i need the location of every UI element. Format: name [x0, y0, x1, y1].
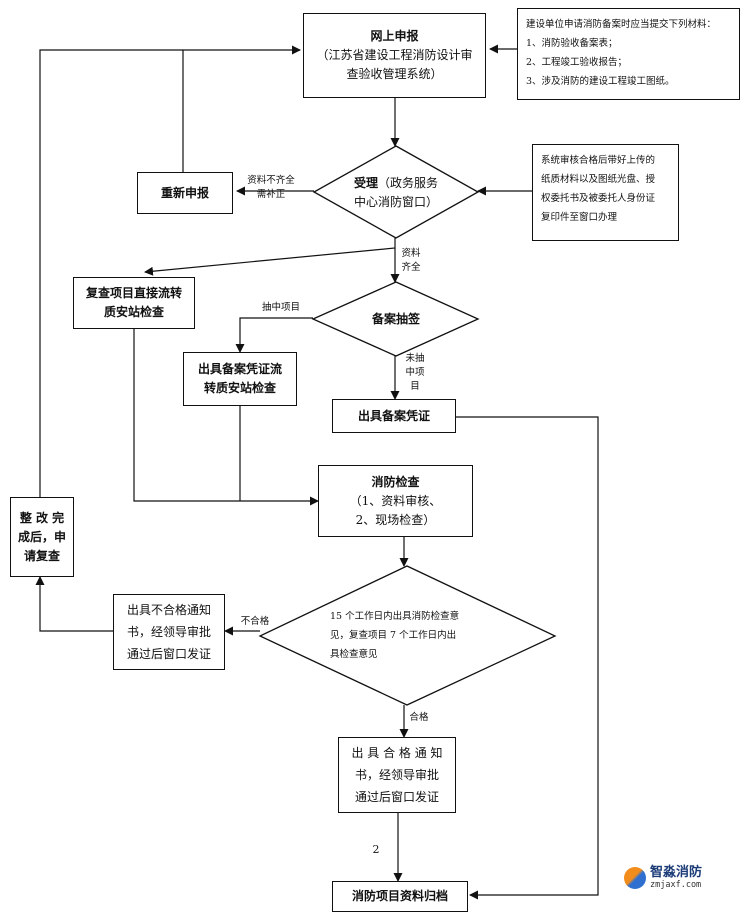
pass-notice-box: 出 具 合 格 通 知 书，经领导审批 通过后窗口发证: [338, 737, 456, 813]
recheck-line2: 质安站检查: [103, 305, 164, 319]
rectify-line1: 整 改 完: [19, 510, 65, 525]
online-apply-title: 网上申报: [370, 29, 419, 43]
label-incomplete: 资料不齐全 需补正: [236, 174, 306, 202]
materials-heading: 建设单位申请消防备案时应当提交下列材料：: [526, 19, 717, 30]
edge-issue-to-archive: [456, 416, 599, 900]
fail-notice-line3: 通过后窗口发证: [126, 647, 211, 661]
label-qualified: 合格: [404, 711, 434, 725]
window-note-line: 复印件至窗口办理: [541, 212, 618, 223]
label-unqualified: 不合格: [236, 615, 274, 629]
lottery-diamond: [311, 281, 480, 357]
label-complete-1: 资料: [401, 248, 421, 259]
label-complete: 资料 齐全: [398, 247, 424, 275]
materials-item: 2、工程竣工验收报告；: [526, 57, 628, 68]
online-apply-sub2: 查验收管理系统）: [346, 67, 443, 81]
watermark-url: zmjaxf.com: [650, 880, 702, 890]
recheck-box: 复查项目直接流转 质安站检查: [73, 277, 195, 329]
reapply-title: 重新申报: [160, 185, 209, 200]
label-step-two: 2: [368, 843, 384, 857]
rectify-line3: 请复查: [23, 548, 60, 563]
opinion-line3: 具检查意见: [330, 649, 378, 660]
label-unqualified-text: 不合格: [240, 616, 270, 627]
label-selected: 抽中项目: [254, 301, 308, 315]
label-step-two-text: 2: [372, 843, 380, 856]
window-note-line: 系统审核合格后带好上传的: [541, 155, 656, 166]
inspection-line2: 2、现场检查）: [355, 512, 436, 527]
opinion-text: 15 个工作日内出具消防检查意 见，复查项目 7 个工作日内出 具检查意见: [330, 607, 490, 664]
accept-diamond: [312, 145, 480, 239]
selected-cert-line1: 出具备案凭证流: [197, 362, 282, 376]
edge-lottery-to-selected: [235, 317, 313, 353]
inspection-title: 消防检查: [371, 474, 420, 489]
watermark-name: 智淼消防: [650, 865, 703, 880]
edge-recheck-to-inspection: [133, 329, 319, 506]
rectify-box: 整 改 完 成后，申 请复查: [10, 497, 74, 577]
lottery-text: 备案抽签: [346, 310, 446, 329]
edge-rectify-to-apply: [39, 49, 183, 497]
lottery-title: 备案抽签: [371, 312, 420, 326]
flame-logo-icon: [624, 867, 646, 889]
edge-reapply-to-apply: [182, 45, 301, 172]
label-qualified-text: 合格: [409, 712, 429, 723]
materials-item: 1、消防验收备案表；: [526, 38, 618, 49]
online-apply-sub1: （江苏省建设工程消防设计审: [316, 48, 473, 62]
pass-notice-line2: 书，经领导审批: [354, 768, 439, 782]
opinion-diamond: [258, 565, 557, 706]
materials-note: 建设单位申请消防备案时应当提交下列材料： 1、消防验收备案表； 2、工程竣工验收…: [517, 8, 740, 100]
opinion-line1: 15 个工作日内出具消防检查意: [330, 611, 460, 622]
pass-notice-line3: 通过后窗口发证: [354, 790, 439, 804]
inspection-box: 消防检查 （1、资料审核、 2、现场检查）: [318, 465, 473, 537]
label-not-selected: 未抽 中项 目: [402, 352, 428, 394]
label-not-selected-1: 未抽: [405, 353, 425, 364]
edge-accept-to-recheck: [144, 238, 396, 276]
window-note: 系统审核合格后带好上传的 纸质材料以及图纸光盘、授 权委托书及被委托人身份证 复…: [532, 144, 679, 241]
opinion-line2: 见，复查项目 7 个工作日内出: [330, 630, 457, 641]
inspection-line1: （1、资料审核、: [349, 493, 442, 508]
label-incomplete-1: 资料不齐全: [247, 175, 295, 186]
recheck-line1: 复查项目直接流转: [85, 286, 182, 300]
accept-rest2: 中心消防窗口）: [353, 195, 438, 209]
watermark-logo: 智淼消防 zmjaxf.com: [624, 866, 702, 890]
label-not-selected-3: 目: [410, 381, 420, 392]
pass-notice-line1: 出 具 合 格 通 知: [351, 746, 443, 760]
edge-fail-to-rectify: [35, 576, 113, 632]
reapply-box: 重新申报: [137, 172, 233, 214]
archive-box: 消防项目资料归档: [332, 881, 468, 912]
rectify-line2: 成后，申: [17, 529, 66, 544]
label-not-selected-2: 中项: [405, 367, 425, 378]
window-note-line: 权委托书及被委托人身份证: [541, 193, 656, 204]
fail-notice-line2: 书，经领导审批: [126, 625, 211, 639]
window-note-line: 纸质材料以及图纸光盘、授: [541, 174, 656, 185]
label-complete-2: 齐全: [401, 262, 421, 273]
accept-title: 受理: [353, 176, 378, 190]
label-selected-text: 抽中项目: [261, 302, 300, 313]
archive-title: 消防项目资料归档: [351, 889, 448, 903]
fail-notice-line1: 出具不合格通知: [126, 603, 211, 617]
selected-cert-box: 出具备案凭证流 转质安站检查: [183, 352, 297, 406]
accept-text: 受理（政务服务 中心消防窗口）: [326, 174, 466, 212]
online-apply-box: 网上申报 （江苏省建设工程消防设计审 查验收管理系统）: [303, 13, 486, 98]
accept-rest1: （政务服务: [378, 176, 439, 190]
label-incomplete-2: 需补正: [256, 189, 286, 200]
selected-cert-line2: 转质安站检查: [203, 381, 276, 395]
materials-item: 3、涉及消防的建设工程竣工图纸。: [526, 76, 675, 87]
fail-notice-box: 出具不合格通知 书，经领导审批 通过后窗口发证: [113, 594, 225, 670]
issue-cert-title: 出具备案凭证: [357, 408, 430, 423]
issue-cert-box: 出具备案凭证: [332, 399, 456, 433]
